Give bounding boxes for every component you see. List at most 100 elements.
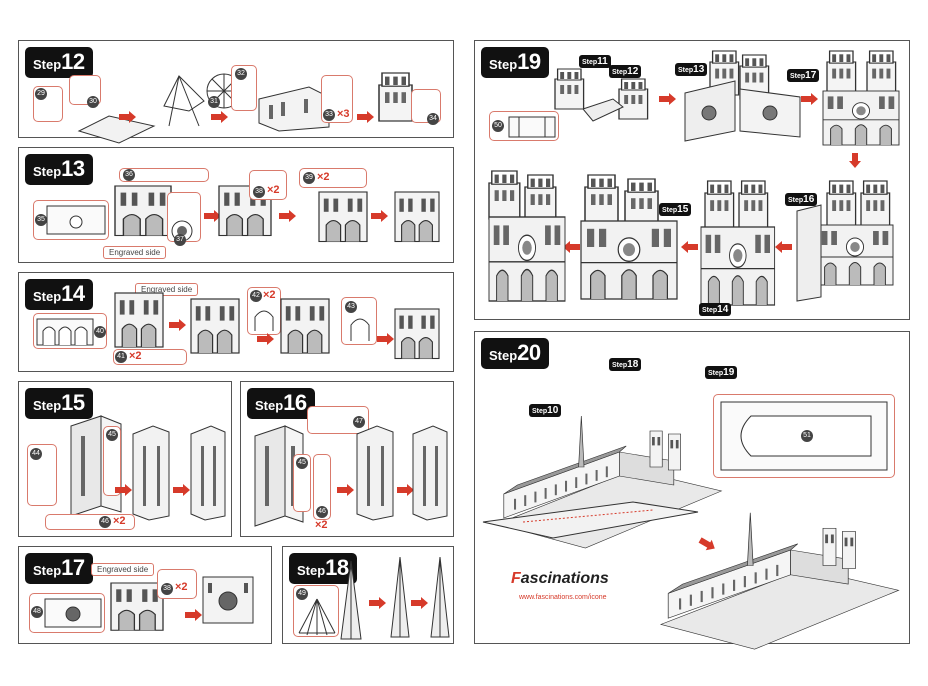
part-29-number: 29: [35, 88, 47, 100]
arrow-right: [397, 484, 414, 496]
step-13-finished-wall: [394, 191, 440, 243]
step-19-facade-nearly-done: [580, 174, 678, 300]
step-ref-word: Step: [678, 67, 694, 74]
step-number: 16: [283, 390, 307, 415]
step-17-panel: Step17 Engraved side 48 38 ×2: [18, 546, 272, 644]
step-19-panel: Step19 Step11 Step12 50 Step13 Step17 St…: [474, 40, 910, 320]
step-ref-15: Step15: [659, 203, 692, 216]
step-number: 14: [61, 281, 85, 306]
arrow-right: [279, 210, 296, 222]
step-14-arch-assembly: [114, 292, 164, 348]
part-36-box: [119, 168, 209, 182]
part-50-panel: [508, 116, 556, 138]
step-ref-number: 12: [627, 66, 639, 77]
step-14-arch-wall: [190, 298, 240, 354]
step-20-badge: Step20: [481, 338, 549, 369]
multiplier-x2: ×2: [263, 289, 276, 301]
part-41-number: 41: [115, 351, 127, 363]
step-18-spire-final: [430, 556, 450, 638]
step-ref-16: Step16: [785, 193, 818, 206]
step-ref-word: Step: [662, 207, 678, 214]
step-19-tower-right: [618, 78, 649, 120]
part-50-number: 50: [492, 120, 504, 132]
step-ref-word: Step: [790, 73, 806, 80]
step-word: Step: [489, 57, 518, 72]
arrow-right: [369, 597, 386, 609]
multiplier-x2: ×2: [267, 184, 280, 196]
step-ref-12: Step12: [609, 65, 642, 78]
step-13-wall-assembly: [114, 185, 172, 237]
arrow-right: [371, 210, 388, 222]
part-45-box: [103, 426, 121, 496]
part-35-comb-piece: [46, 205, 106, 235]
multiplier-x2: ×2: [315, 519, 328, 531]
part-40-number: 40: [94, 326, 106, 338]
step-ref-number: 13: [693, 64, 705, 75]
step-ref-19: Step19: [705, 366, 738, 379]
multiplier-x2: ×2: [129, 350, 142, 362]
step-ref-number: 19: [723, 367, 735, 378]
step-16-buttress-mid: [356, 425, 394, 521]
step-number: 19: [517, 49, 541, 74]
step-ref-13: Step13: [675, 63, 708, 76]
arrow-right: [169, 319, 186, 331]
part-32-number: 32: [235, 68, 247, 80]
step-word: Step: [33, 57, 62, 72]
step-12-tower-base: [258, 86, 330, 132]
part-43-number: 43: [345, 301, 357, 313]
multiplier-x2: ×2: [113, 515, 126, 527]
part-41-box: [113, 349, 187, 365]
step-20-panel: Step20 Step18 Step19 Step10 51 Fascinati…: [474, 331, 910, 650]
step-word: Step: [33, 398, 62, 413]
step-19-facade-with-wall: [700, 180, 776, 306]
step-ref-10: Step10: [529, 404, 562, 417]
multiplier-x2: ×2: [317, 171, 330, 183]
part-46-number: 46: [316, 506, 328, 518]
step-15-badge: Step15: [25, 388, 93, 419]
step-number: 17: [61, 555, 85, 580]
step-19-facade-complete-top: [822, 50, 900, 146]
step-ref-number: 14: [717, 304, 729, 315]
step-word: Step: [489, 348, 518, 363]
step-ref-word: Step: [702, 307, 718, 314]
step-14-arch-wall-final-pre: [280, 298, 330, 354]
step-18-badge: Step18: [289, 553, 357, 584]
step-word: Step: [33, 563, 62, 578]
part-49-spire-flat: [298, 598, 336, 636]
step-ref-word: Step: [708, 370, 724, 377]
part-39-number: 39: [303, 172, 315, 184]
arrow-right: [357, 111, 374, 123]
step-ref-number: 18: [627, 359, 639, 370]
part-45-number: 45: [296, 457, 308, 469]
step-19-badge: Step19: [481, 47, 549, 78]
step-ref-word: Step: [612, 362, 628, 369]
step-word: Step: [297, 563, 326, 578]
part-30-number: 30: [87, 96, 99, 108]
step-19-facade-assembly: [684, 50, 801, 142]
step-number: 15: [61, 390, 85, 415]
arrow-right: [801, 93, 818, 105]
step-14-badge: Step14: [25, 279, 93, 310]
part-39-box: [299, 168, 367, 188]
step-ref-number: 10: [547, 405, 559, 416]
step-13-wall-with-pillars: [318, 191, 368, 243]
step-12-badge: Step12: [25, 47, 93, 78]
arrow-left: [775, 241, 792, 253]
step-ref-number: 16: [803, 194, 815, 205]
arrow-right: [411, 597, 428, 609]
brand-url: www.fascinations.com/icone: [519, 594, 607, 601]
arrow-left: [681, 241, 698, 253]
logo-initial: F: [511, 570, 521, 587]
part-37-number: 37: [174, 234, 186, 246]
step-19-connector: [582, 98, 624, 122]
part-43-arch: [350, 318, 370, 341]
step-18-spire-mid: [390, 556, 410, 638]
part-42-number: 42: [250, 290, 262, 302]
fascinations-logo: Fascinations: [511, 570, 609, 588]
step-ref-word: Step: [788, 197, 804, 204]
multiplier-x3: ×3: [337, 108, 350, 120]
arrow-right: [119, 111, 136, 123]
step-word: Step: [33, 164, 62, 179]
arrow-right: [211, 111, 228, 123]
step-14-finished-wall: [394, 308, 440, 360]
